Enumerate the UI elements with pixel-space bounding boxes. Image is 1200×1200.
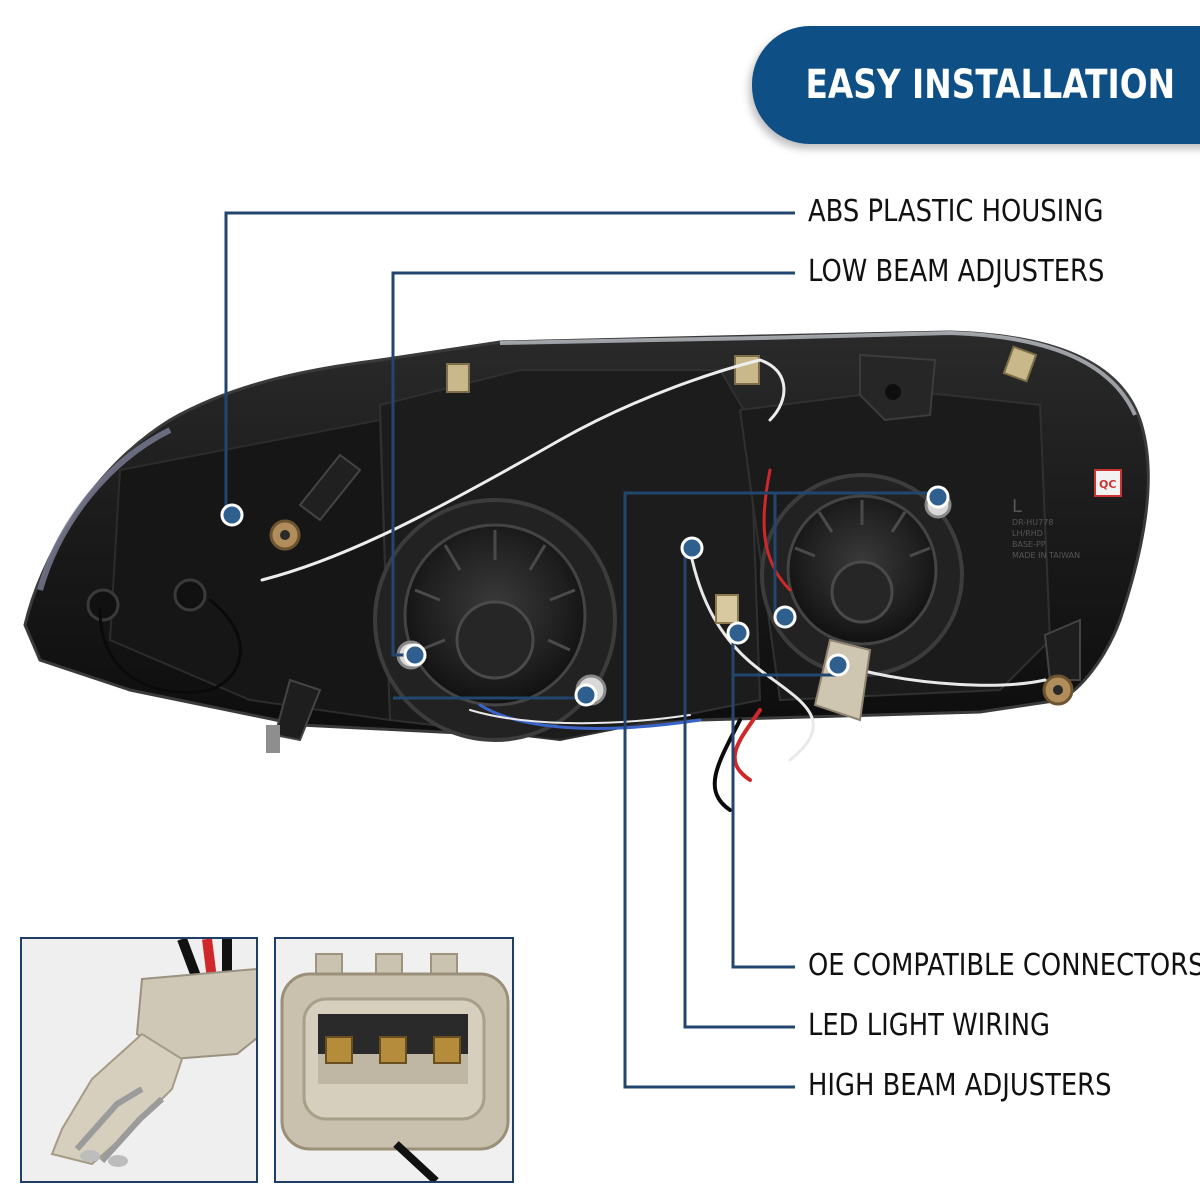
callout-dot [926,485,950,509]
callout-label-housing: ABS PLASTIC HOUSING [808,194,1104,229]
mounting-post [1043,618,1081,681]
white-wire [469,709,691,725]
callout-dot [680,536,704,560]
black-wire [98,598,242,694]
leader-line-low-beam [391,271,795,657]
inset-bulb-connector [20,937,258,1183]
callout-label-connectors: OE COMPATIBLE CONNECTORS [808,948,1200,983]
housing-stamp: LH/RHD [1012,529,1043,538]
red-wire [732,708,762,782]
callout-label-low-beam: LOW BEAM ADJUSTERS [808,254,1105,289]
mounting-post [273,678,322,742]
white-wire [858,668,1047,687]
leader-line-connector-b [733,666,840,677]
blue-wire [478,703,702,730]
qc-badge [1094,469,1122,497]
white-wire [688,548,815,762]
qc-badge-text: QC [1099,478,1116,491]
leader-line-high-beam [623,491,938,1089]
plug-connector-illustration [276,939,512,1181]
inset-plug-connector [274,937,514,1183]
housing-side-code: L [1012,496,1022,517]
bulb-socket [86,588,120,622]
top-chrome-edge [499,330,1137,416]
header-banner: EASY INSTALLATION [752,26,1200,144]
bulb-connector-illustration [22,939,256,1181]
wire-connector [715,594,739,624]
mounting-post [298,453,362,522]
callout-label-high-beam: HIGH BEAM ADJUSTERS [808,1068,1112,1103]
callout-label-led-wiring: LED LIGHT WIRING [808,1008,1051,1043]
housing-stamp: MADE IN TAIWAN [1012,551,1080,560]
housing-stamp: DR-HU778 [1012,518,1053,527]
callout-dot [220,503,244,527]
metal-clip [446,363,470,393]
lens-edge [37,427,172,591]
banner-title: EASY INSTALLATION [805,62,1176,108]
leader-line-high-beam-b [773,493,785,619]
callout-dot [403,643,427,667]
callout-dot [826,653,850,677]
callout-dot [574,683,598,707]
callout-dot [773,605,797,629]
housing-stamp: BASE-PP [1012,540,1046,549]
bulb-socket [173,578,207,612]
white-wire [260,358,786,582]
leader-line-connector [731,631,795,969]
callout-dot [726,621,750,645]
metal-clip [734,355,760,385]
red-wire [762,468,792,592]
metal-clip [1002,345,1038,383]
leader-line-housing [224,211,795,517]
